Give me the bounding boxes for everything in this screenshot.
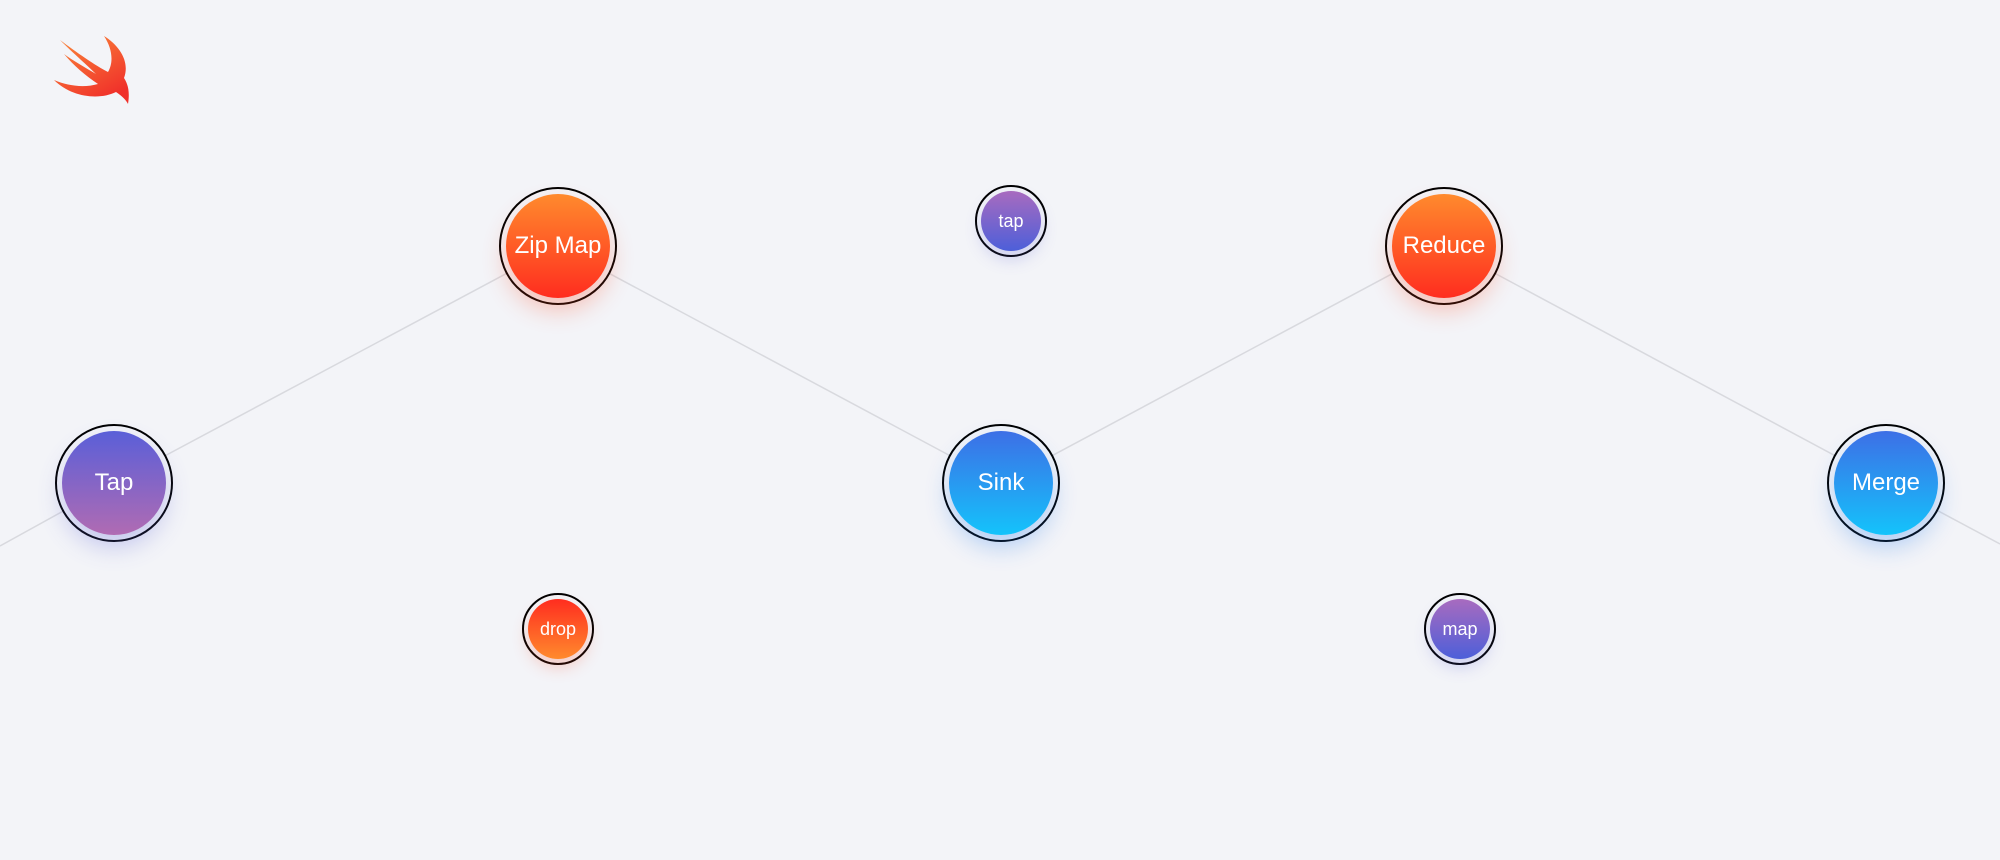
connector-line: [1443, 245, 1887, 484]
zip-map-node[interactable]: Zip Map: [499, 187, 617, 305]
connector-line: [557, 245, 1002, 484]
sink-node-label: Sink: [949, 431, 1053, 535]
tap-small-node[interactable]: tap: [975, 185, 1047, 257]
sink-node[interactable]: Sink: [942, 424, 1060, 542]
connector-line: [113, 245, 559, 484]
merge-node-label: Merge: [1834, 431, 1938, 535]
drop-node-label: drop: [528, 599, 588, 659]
swift-bird-icon: [54, 36, 129, 104]
reduce-node[interactable]: Reduce: [1385, 187, 1503, 305]
reduce-node-label: Reduce: [1392, 194, 1496, 298]
zip-map-node-label: Zip Map: [506, 194, 610, 298]
tap-node[interactable]: Tap: [55, 424, 173, 542]
tap-small-node-label: tap: [981, 191, 1041, 251]
drop-node[interactable]: drop: [522, 593, 594, 665]
tap-node-label: Tap: [62, 431, 166, 535]
connector-line: [1000, 245, 1445, 484]
map-node[interactable]: map: [1424, 593, 1496, 665]
merge-node[interactable]: Merge: [1827, 424, 1945, 542]
map-node-label: map: [1430, 599, 1490, 659]
